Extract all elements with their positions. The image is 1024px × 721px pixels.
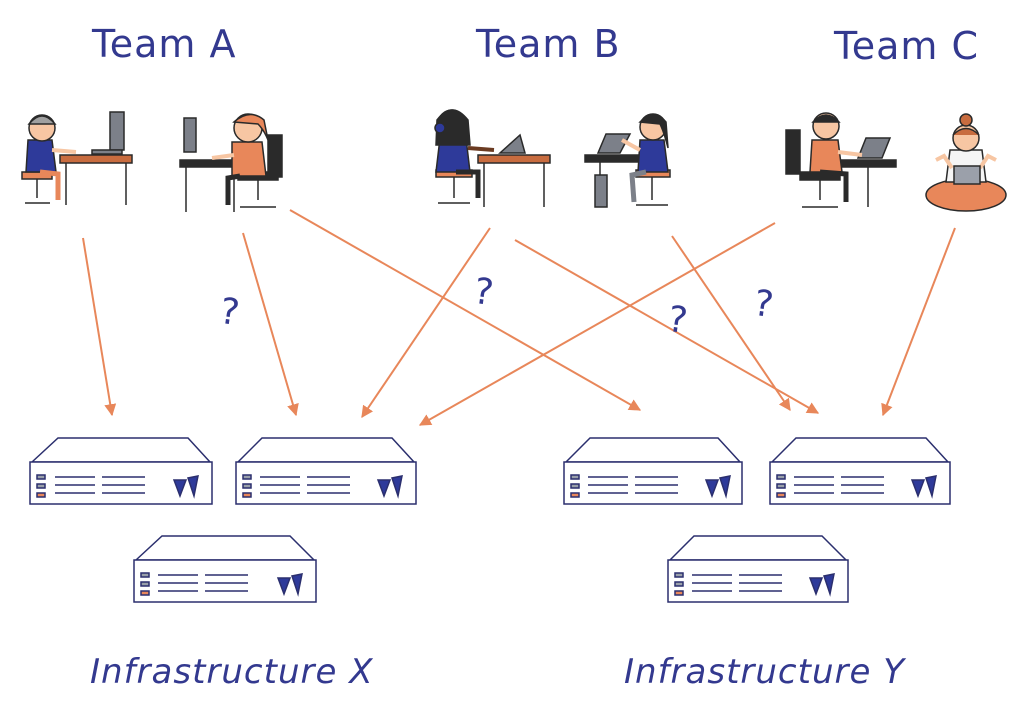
server-x1 [29,437,213,505]
infrastructure-x-label: Infrastructure X [90,652,374,692]
team-c-label: Team C [834,24,980,68]
server-x2 [235,437,417,505]
arrow-c0-to-y2 [671,235,791,411]
arrow-a1-to-x1 [82,237,117,417]
server-y3 [667,535,849,603]
server-y1 [563,437,743,505]
arrow-a2-to-x2 [242,232,299,417]
infrastructure-y-label: Infrastructure Y [624,652,905,692]
team-b-label: Team B [476,22,621,66]
team-a-person-1 [21,111,133,205]
arrow-c2-to-y2 [881,227,956,417]
arrow-c1-to-x2 [418,222,776,426]
arrow-a2-to-y1 [289,209,642,411]
team-b-person-2 [584,113,671,208]
team-c-person-2 [925,113,1007,212]
arrow-b2-to-y2 [514,239,820,414]
team-c-person-1 [785,112,897,208]
server-y2 [769,437,951,505]
team-b-person-1 [434,109,551,207]
arrow-b1-to-x2 [361,227,491,418]
team-a-label: Team A [92,22,237,66]
server-x3 [133,535,317,603]
arrows [82,209,956,426]
team-a-person-2 [179,113,283,212]
